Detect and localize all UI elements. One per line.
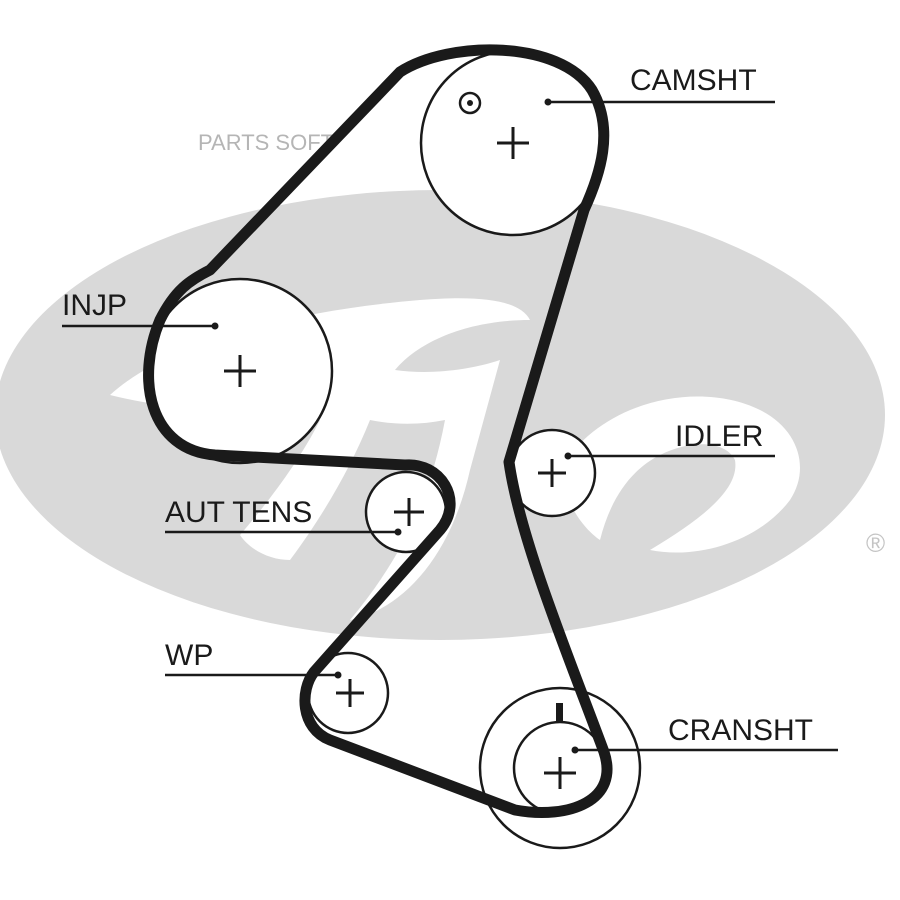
auto-tensioner-label: AUT TENS — [165, 496, 312, 529]
injection-pump-leader-dot — [211, 322, 219, 330]
water-pump-leader-dot — [334, 671, 342, 679]
crankshaft-pulley — [478, 686, 642, 850]
camshaft-label: CAMSHT — [630, 64, 757, 97]
idler-leader-dot — [564, 452, 572, 460]
water-pump-label: WP — [165, 639, 213, 672]
injection-pump-label: INJP — [62, 289, 127, 322]
crankshaft-leader-dot — [571, 746, 579, 754]
logo-script-tail — [560, 396, 800, 553]
crankshaft-label: CRANSHT — [668, 714, 813, 747]
camshaft-leader-dot — [544, 98, 552, 106]
idler-label: IDLER — [675, 420, 763, 453]
camshaft-timing-dot — [467, 100, 473, 106]
auto-tensioner-leader-dot — [394, 528, 402, 536]
leader-lines — [62, 98, 838, 754]
timing-belt — [143, 44, 613, 818]
crankshaft-timing-mark-icon — [556, 703, 563, 723]
registered-mark: ® — [866, 528, 885, 558]
watermark-text: PARTS SOFT — [198, 130, 334, 155]
idler-pulley — [507, 428, 597, 518]
gates-logo: ® — [0, 190, 885, 640]
